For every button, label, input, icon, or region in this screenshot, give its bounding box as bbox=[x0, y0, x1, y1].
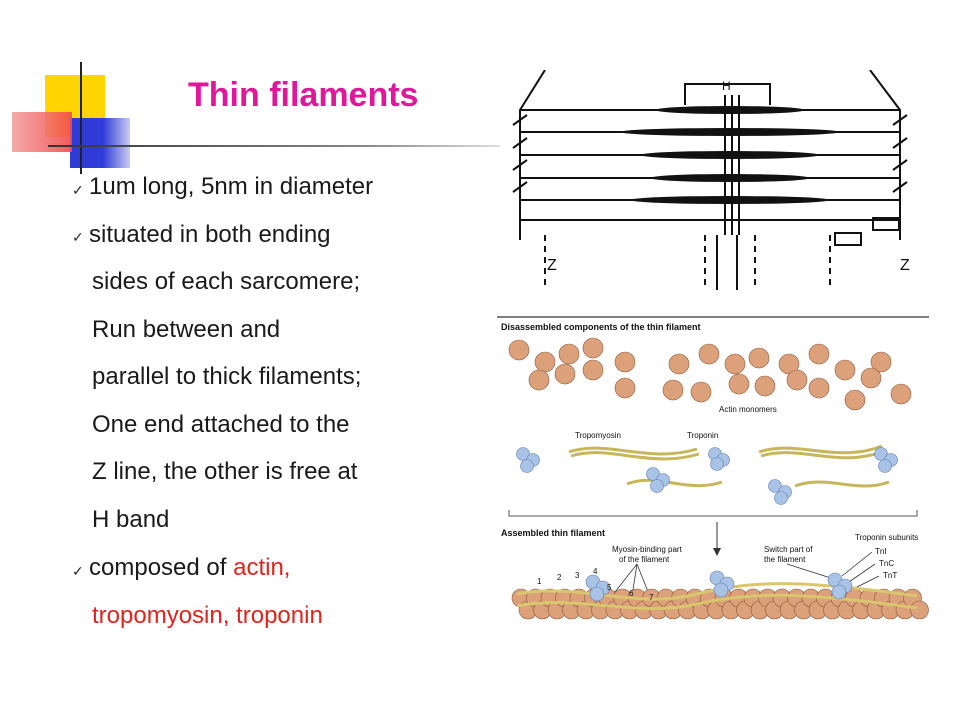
myosin-binding-label-1: Myosin-binding part bbox=[612, 545, 683, 554]
actin-monomer bbox=[890, 383, 912, 405]
troponin-complexes bbox=[516, 447, 898, 505]
z-label-left: Z bbox=[547, 257, 557, 274]
sarcomere-diagram: H Z Z bbox=[512, 70, 910, 290]
disassembled-title: Disassembled components of the thin fila… bbox=[501, 322, 701, 332]
actin-monomer bbox=[786, 369, 808, 391]
assembled-troponin-sphere bbox=[589, 586, 605, 602]
h-band-label: H bbox=[722, 79, 731, 93]
actin-monomer bbox=[614, 377, 636, 399]
actin-monomer bbox=[528, 369, 550, 391]
actin-monomer bbox=[668, 353, 690, 375]
troponin-sphere bbox=[520, 459, 534, 473]
troponin-sphere bbox=[650, 479, 664, 493]
check-icon: ✓ bbox=[72, 182, 84, 198]
bullet-2-line-2: sides of each sarcomere; bbox=[92, 268, 361, 295]
bullet-1-line-1: 1um long, 5nm in diameter bbox=[89, 173, 374, 200]
myosin-binding-label-2: of the filament bbox=[619, 555, 670, 564]
troponin-sphere bbox=[874, 447, 888, 461]
thin-filament-diagram: Disassembled components of the thin fila… bbox=[497, 316, 929, 620]
actin-monomer bbox=[558, 343, 580, 365]
actin-monomer bbox=[724, 353, 746, 375]
assembled-troponin bbox=[585, 570, 853, 602]
check-icon: ✓ bbox=[72, 229, 84, 245]
actin-monomer bbox=[728, 373, 750, 395]
decor-horizontal-line bbox=[48, 145, 500, 147]
number-4: 4 bbox=[593, 567, 598, 576]
actin-monomers bbox=[508, 337, 912, 411]
bullet-2-line-7: H band bbox=[92, 506, 170, 533]
number-1: 1 bbox=[537, 577, 542, 586]
actin-monomer bbox=[582, 337, 604, 359]
troponin-sphere bbox=[646, 467, 660, 481]
number-3: 3 bbox=[575, 571, 580, 580]
check-icon: ✓ bbox=[72, 563, 84, 579]
slide-title: Thin filaments bbox=[188, 76, 419, 114]
switch-part-label-1: Switch part of bbox=[764, 545, 813, 554]
troponin-label: Troponin bbox=[687, 431, 718, 440]
actin-monomer bbox=[662, 379, 684, 401]
subunit-tnc: TnC bbox=[879, 559, 894, 568]
number-6: 6 bbox=[629, 589, 634, 598]
actin-monomer bbox=[614, 351, 636, 373]
actin-monomer bbox=[698, 343, 720, 365]
decor-blue-square bbox=[70, 118, 130, 168]
actin-monomer bbox=[534, 351, 556, 373]
assembled-troponin-sphere bbox=[831, 584, 847, 600]
bullet-3-highlight: actin, bbox=[233, 554, 291, 581]
actin-monomers-label: Actin monomers bbox=[719, 405, 777, 414]
bullet-2-line-4: parallel to thick filaments; bbox=[92, 363, 362, 390]
bullet-2-line-5: One end attached to the bbox=[92, 411, 350, 438]
actin-monomer bbox=[748, 347, 770, 369]
actin-monomer bbox=[508, 339, 530, 361]
actin-monomer bbox=[870, 351, 892, 373]
troponin-sphere bbox=[710, 457, 724, 471]
troponin-sphere bbox=[768, 479, 782, 493]
bullet-2-line-1: situated in both ending bbox=[89, 221, 331, 248]
actin-monomer bbox=[860, 367, 882, 389]
decor-vertical-line bbox=[80, 62, 82, 174]
tropomyosin-label: Tropomyosin bbox=[575, 431, 621, 440]
troponin-sphere bbox=[878, 459, 892, 473]
number-2: 2 bbox=[557, 573, 562, 582]
subunit-tnt: TnT bbox=[883, 571, 897, 580]
actin-monomer bbox=[844, 389, 866, 411]
tropomyosin-strands bbox=[568, 444, 890, 488]
number-5: 5 bbox=[607, 583, 612, 592]
number-7: 7 bbox=[649, 593, 654, 602]
troponin-sphere bbox=[774, 491, 788, 505]
switch-part-label-2: the filament bbox=[764, 555, 806, 564]
bullet-3-prefix: composed of bbox=[89, 554, 234, 581]
actin-monomer bbox=[834, 359, 856, 381]
assembled-actin bbox=[910, 600, 929, 620]
assembled-troponin-sphere bbox=[713, 582, 729, 598]
actin-monomer bbox=[582, 359, 604, 381]
troponin-subunits-label: Troponin subunits bbox=[855, 533, 918, 542]
z-label-right: Z bbox=[900, 257, 910, 274]
bullet-3-line-2: tropomyosin, troponin bbox=[92, 602, 323, 629]
actin-monomer bbox=[554, 363, 576, 385]
subunit-tni: TnI bbox=[875, 547, 887, 556]
actin-monomer bbox=[808, 343, 830, 365]
actin-monomer bbox=[690, 381, 712, 403]
assembled-title: Assembled thin filament bbox=[501, 528, 605, 538]
bullet-2-line-6: Z line, the other is free at bbox=[92, 458, 358, 485]
troponin-sphere bbox=[516, 447, 530, 461]
actin-monomer bbox=[754, 375, 776, 397]
actin-monomer bbox=[808, 377, 830, 399]
bullet-3-line-1: composed of actin, bbox=[89, 554, 290, 582]
bullet-2-line-3: Run between and bbox=[92, 316, 281, 343]
